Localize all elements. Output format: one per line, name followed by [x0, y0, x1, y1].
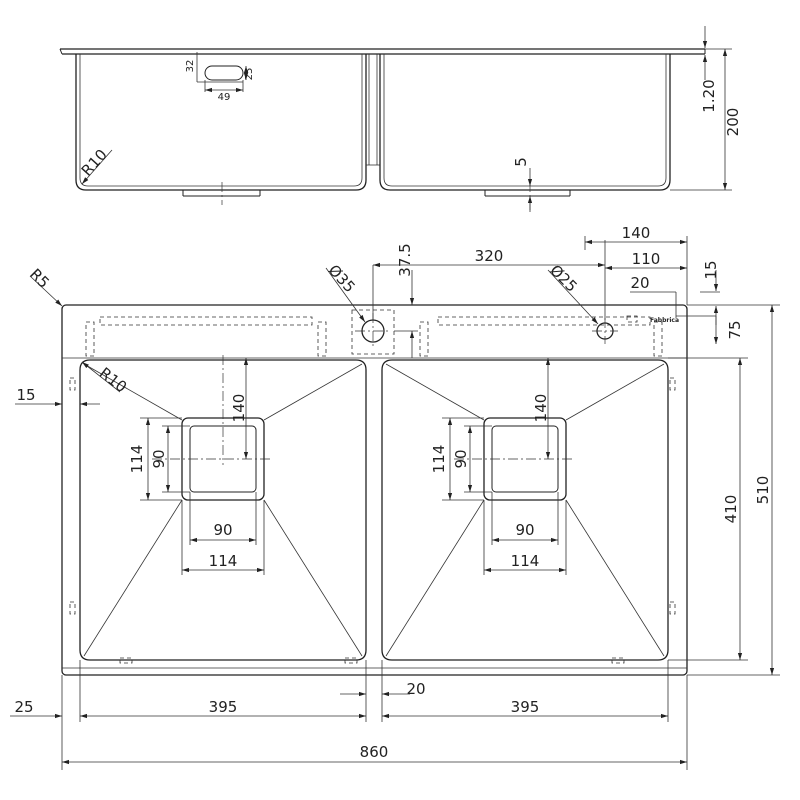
left-bowl: [79, 359, 367, 661]
overflow-width-label: 49: [218, 92, 231, 103]
overall-width-label: 860: [360, 743, 389, 761]
section-left-bowl: [75, 54, 367, 191]
edge-20-label: 20: [630, 274, 649, 292]
left-edge-25-label: 25: [14, 698, 33, 716]
tap-hole-2-diameter: Ø25: [546, 261, 581, 296]
sink-outline: [61, 304, 688, 676]
right-bowl-width-label: 395: [511, 698, 540, 716]
overflow-offset-label: 32: [185, 60, 196, 73]
left-drain-offset-label: 140: [230, 394, 248, 423]
left-drain-outer-w: 114: [209, 552, 238, 570]
section-radius-label: R10: [78, 146, 111, 180]
right-drain-outer-w: 114: [511, 552, 540, 570]
bowl-depth-410-label: 410: [722, 495, 740, 524]
bowl-depth-label: 200: [724, 108, 742, 137]
rim-thickness-label: 1.20: [700, 79, 718, 112]
section-right-bowl: [379, 54, 671, 191]
divider-label: 20: [406, 680, 425, 698]
left-drain-inner-h: 90: [150, 449, 168, 468]
hole-spacing-label: 320: [475, 247, 504, 265]
hole-edge-140-label: 140: [622, 224, 651, 242]
brand-mark: Fabbrica: [650, 317, 679, 324]
deck-slot-left: [99, 316, 313, 326]
right-drain-outer-h: 114: [430, 445, 448, 474]
edge-15-label: 15: [702, 260, 720, 279]
inner-radius-label: R10: [96, 364, 130, 396]
overflow-slot: [204, 65, 244, 81]
overflow-height-label: 25: [244, 68, 255, 81]
right-drain-inner-h: 90: [452, 449, 470, 468]
left-drain-inner-w: 90: [213, 521, 232, 539]
plan-dimensions: R5 R10 15 Ø35 37.5 320 Ø25 140 110: [10, 224, 780, 770]
left-bowl-width-label: 395: [209, 698, 238, 716]
right-drain-offset-label: 140: [532, 394, 550, 423]
right-bowl: [381, 359, 669, 661]
overall-depth-label: 510: [754, 476, 772, 505]
hole-edge-110-label: 110: [632, 250, 661, 268]
tap-hole-1-diameter: Ø35: [325, 261, 359, 296]
plan-view: Fabbrica: [61, 304, 688, 676]
tap-offset-label: 37.5: [396, 243, 414, 276]
bottom-step-label: 5: [512, 157, 530, 167]
right-drain-inner-w: 90: [515, 521, 534, 539]
left-drain-outer-h: 114: [128, 445, 146, 474]
deck-slot-right: [437, 316, 651, 326]
left-rim-label: 15: [16, 386, 35, 404]
section-view: 49 25 32 R10 5 1.20 200: [59, 26, 742, 212]
deck-75-label: 75: [726, 320, 744, 339]
outer-radius-label: R5: [26, 265, 53, 292]
